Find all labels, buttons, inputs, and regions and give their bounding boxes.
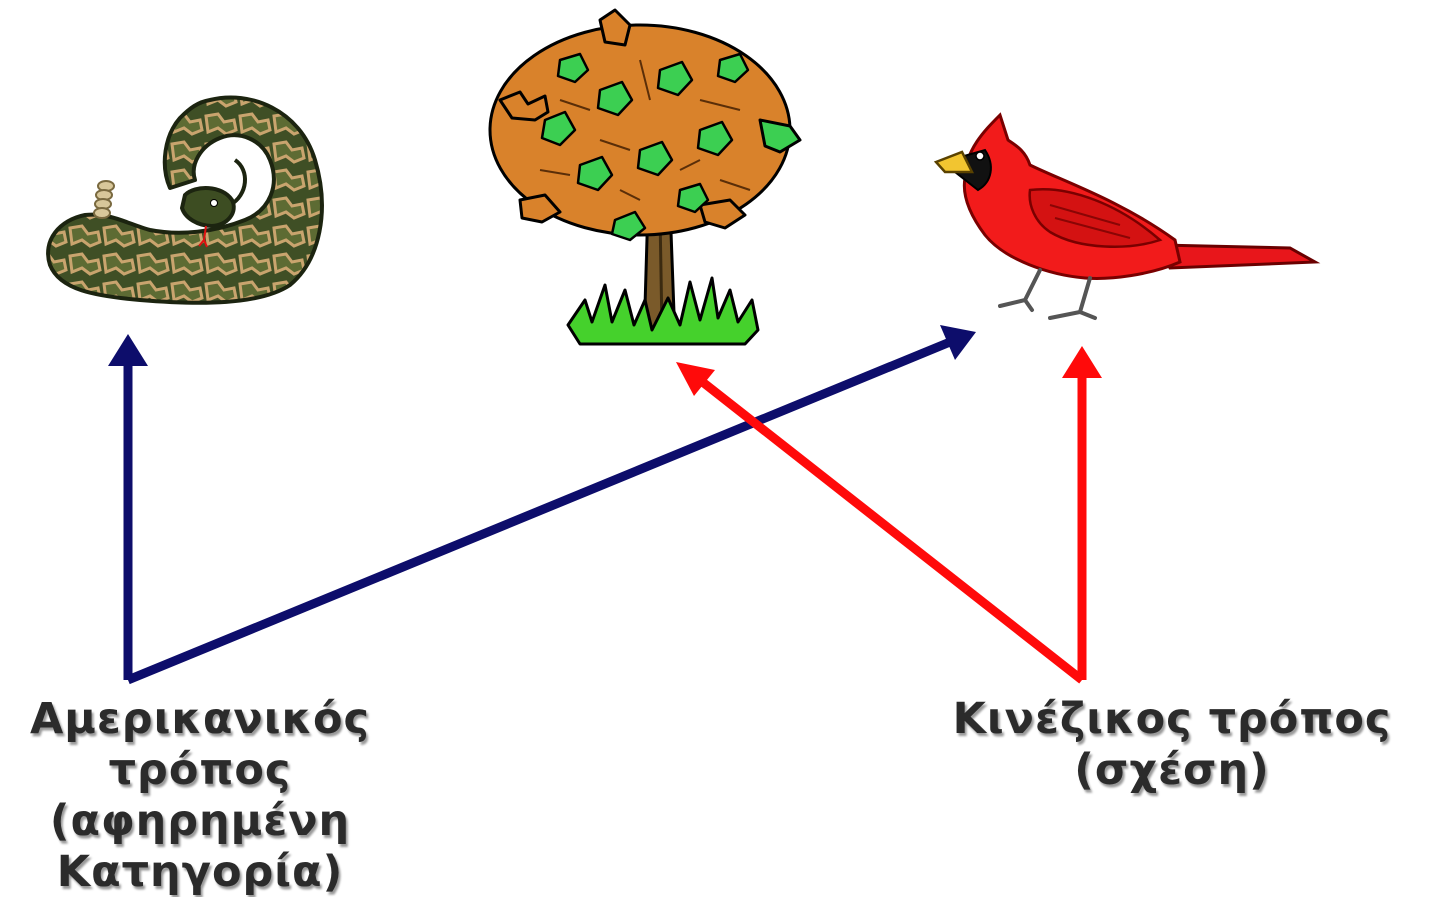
chinese-label-line-2: (σχέση) [912,745,1429,796]
chinese-arrow-to-tree [700,380,1082,680]
chinese-arrow-head-bird [1062,346,1102,378]
cardinal-bird-icon [936,115,1315,318]
american-arrow-to-bird [128,342,950,680]
american-arrow-head-snake [108,334,148,366]
american-label-line-4: Κατηγορία) [0,847,400,897]
american-label-line-2: τρόπος [0,745,400,796]
american-way-label: Αμερικανικός τρόπος (αφηρημένη Κατηγορία… [0,694,400,897]
chinese-arrows [676,346,1102,680]
chinese-label-line-1: Κινέζικος τρόπος [912,694,1429,745]
chinese-way-label: Κινέζικος τρόπος (σχέση) [912,694,1429,796]
oak-tree-icon [490,10,800,344]
rattlesnake-icon [48,98,322,303]
american-label-line-3: (αφηρημένη [0,796,400,847]
american-arrows [108,325,976,680]
american-label-line-1: Αμερικανικός [0,694,400,745]
